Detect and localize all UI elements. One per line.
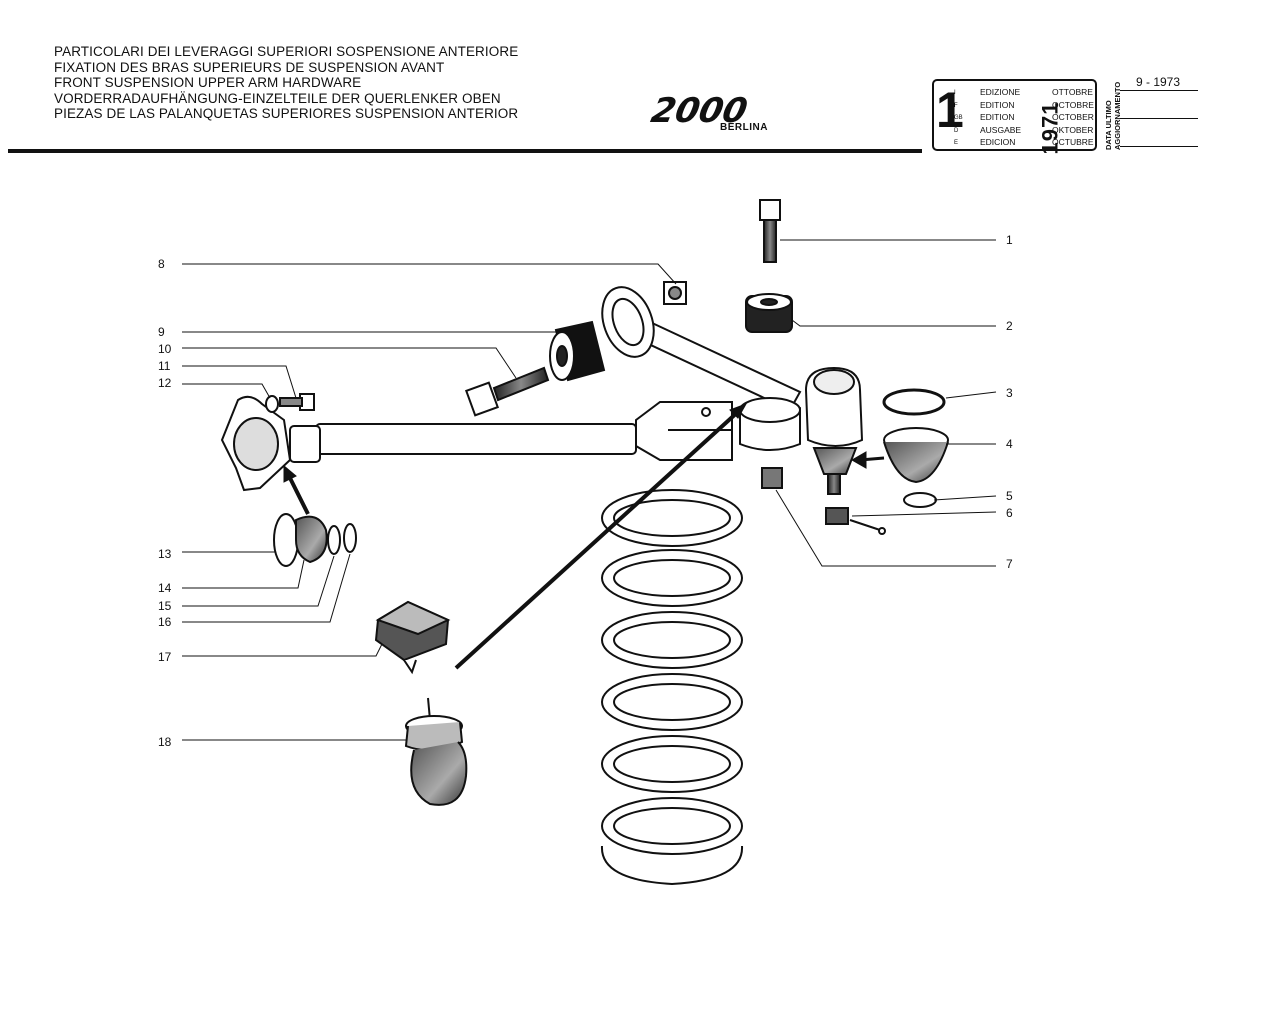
part-nut-7 [761,467,783,489]
title-spanish: PIEZAS DE LAS PALANQUETAS SUPERIORES SUS… [54,106,519,121]
edition-words: EDIZIONE EDITION EDITION AUSGABE EDICION [980,87,1022,147]
date-line-2 [1120,118,1198,119]
callout-2: 2 [1006,319,1013,333]
title-block: PARTICOLARI DEI LEVERAGGI SUPERIORI SOSP… [54,44,614,122]
edition-box: 1 I F GB D E EDIZIONE EDITION EDITION AU… [932,79,1097,154]
leader-lines [182,239,997,741]
part-rubber-buffer-18 [404,697,468,806]
callout-16: 16 [158,615,172,629]
header-rule [8,149,922,153]
part-bushing-9 [549,320,606,382]
part-ring-15 [327,525,341,555]
lower-ball-joint-plate [220,395,292,492]
last-update-date: 9 - 1973 [1136,75,1181,89]
callout-9: 9 [158,325,165,339]
callout-15: 15 [158,599,172,613]
model-logo: 2000 BERLINA [648,91,790,138]
callout-4: 4 [1006,437,1013,451]
part-boot-14 [295,515,328,564]
callout-12: 12 [158,376,172,390]
title-english: FRONT SUSPENSION UPPER ARM HARDWARE [54,75,362,90]
part-screw-11 [279,393,315,411]
callout-10: 10 [158,342,172,356]
tie-rod [289,401,733,463]
callout-13: 13 [158,547,172,561]
part-bump-stop-17 [374,600,451,675]
callout-18: 18 [158,735,172,749]
coil-spring [600,489,744,886]
callout-14: 14 [158,581,172,595]
callout-1: 1 [1006,233,1013,247]
title-french: FIXATION DES BRAS SUPERIEURS DE SUSPENSI… [54,59,445,75]
part-bolt-10 [464,366,550,417]
part-washer-12 [265,395,279,413]
assembly-arrows [283,403,885,670]
part-ring-3 [882,388,946,416]
part-nut-8 [663,281,687,305]
logo-berlina: BERLINA [720,122,768,133]
part-washer-16 [343,523,357,553]
part-boot-4 [883,427,949,484]
part-bolt-1 [759,199,781,263]
date-line-3 [1120,146,1198,147]
callout-8: 8 [158,257,165,271]
callout-11: 11 [158,359,171,373]
callout-3: 3 [1006,386,1013,400]
ball-joint [804,366,864,495]
callout-17: 17 [158,650,172,664]
title-italian: PARTICOLARI DEI LEVERAGGI SUPERIORI SOSP… [54,44,519,59]
part-seal-13 [273,513,299,567]
callout-5: 5 [1006,489,1013,503]
callout-7: 7 [1006,557,1013,571]
edition-language-codes: I F GB D E [954,90,963,146]
part-bushing-2 [745,293,793,333]
date-line-1 [1120,90,1198,91]
edition-number: 1 [936,82,964,138]
edition-months: OTTOBRE OCTOBRE OCTOBER OKTOBER OCTUBRE [1052,87,1094,147]
callout-6: 6 [1006,506,1013,520]
part-castle-nut-6 [825,507,886,535]
upper-control-arm [601,286,802,451]
title-german: VORDERRADAUFHÄNGUNG-EINZELTEILE DER QUER… [54,90,501,106]
part-ring-5 [903,492,937,508]
